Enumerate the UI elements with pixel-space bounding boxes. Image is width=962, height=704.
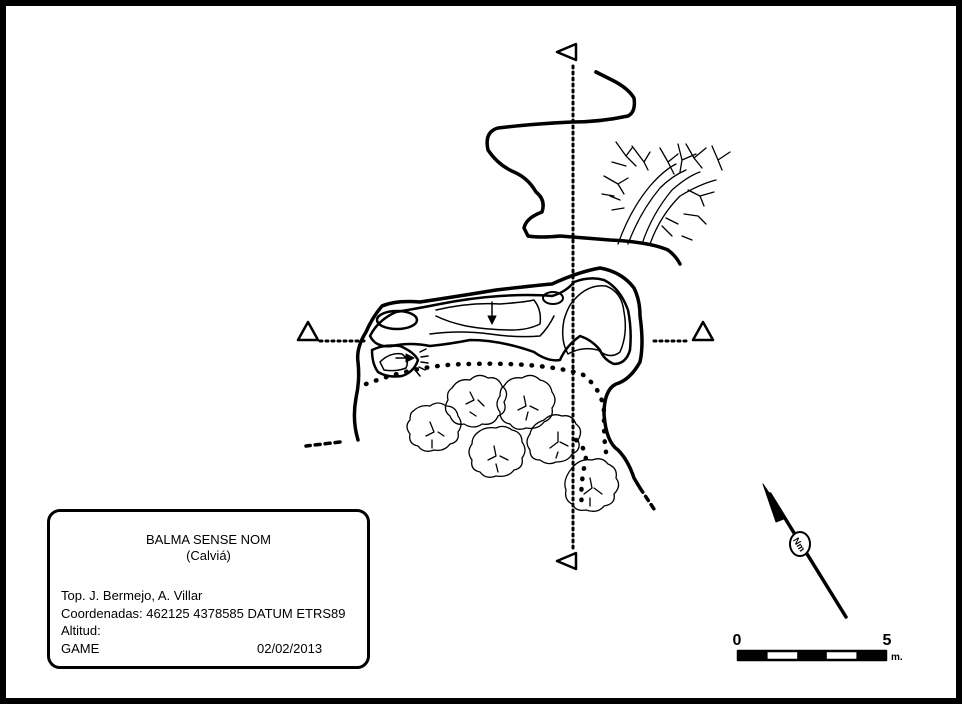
vegetation-bushes bbox=[406, 374, 620, 512]
passage-arrow-head bbox=[405, 353, 415, 363]
cave-entry-dash bbox=[304, 440, 342, 448]
topography-credit: Top. J. Bermejo, A. Villar bbox=[61, 588, 203, 603]
section-marker-bottom bbox=[555, 551, 578, 571]
vegetation-tree bbox=[601, 141, 731, 245]
scale-unit-label: m. bbox=[891, 652, 903, 663]
section-marker-top bbox=[555, 42, 578, 62]
scale-bar bbox=[736, 649, 888, 662]
side-passage-inner bbox=[379, 352, 409, 372]
dripline-branch bbox=[573, 437, 588, 509]
scale-start-label: 0 bbox=[733, 632, 742, 649]
north-arrow-head bbox=[762, 483, 787, 523]
cave-outline bbox=[352, 266, 644, 490]
pillar-center bbox=[542, 291, 564, 305]
inner-wall bbox=[368, 277, 632, 366]
section-marker-right bbox=[691, 320, 715, 342]
drop-hatching bbox=[415, 348, 429, 377]
section-marker-left bbox=[296, 320, 320, 342]
side-passage bbox=[370, 344, 420, 378]
altitude: Altitud: bbox=[61, 623, 101, 638]
cave-exit-dash bbox=[638, 486, 658, 514]
slope-arrow-head bbox=[487, 315, 497, 325]
floor-contour-lower bbox=[429, 315, 555, 338]
info-box: BALMA SENSE NOM (Calviá) Top. J. Bermejo… bbox=[47, 509, 370, 669]
cave-location: (Calviá) bbox=[186, 548, 231, 563]
outcrop-dash bbox=[594, 70, 606, 78]
floor-contour-upper bbox=[435, 299, 542, 331]
pillar-left bbox=[375, 309, 419, 331]
scale-end-label: 5 bbox=[883, 632, 892, 649]
coordinates: Coordenadas: 462125 4378585 DATUM ETRS89 bbox=[61, 606, 346, 621]
group-name: GAME bbox=[61, 641, 100, 656]
north-arrow-badge bbox=[789, 531, 811, 557]
survey-date: 02/02/2013 bbox=[257, 641, 323, 656]
cave-name: BALMA SENSE NOM bbox=[146, 532, 271, 547]
rock-outcrop-outline bbox=[485, 70, 682, 266]
chamber-right bbox=[561, 285, 627, 357]
